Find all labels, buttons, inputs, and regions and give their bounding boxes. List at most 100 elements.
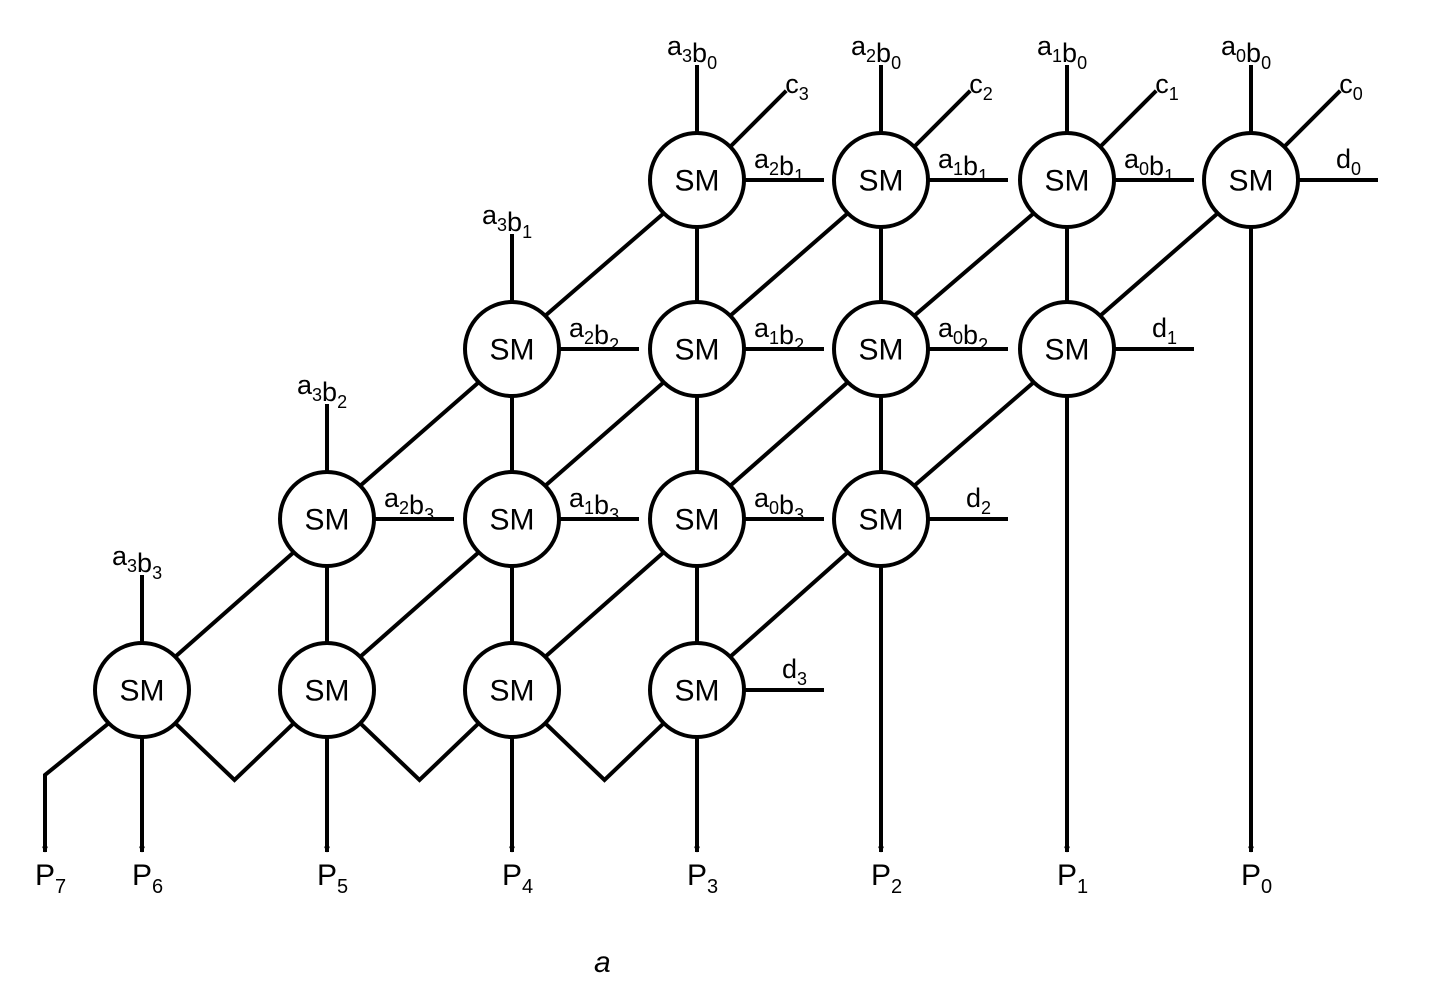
sm-cell: SM: [648, 470, 746, 568]
sm-cell-circle: [463, 470, 561, 568]
sm-cell-label: SM: [1229, 165, 1274, 198]
carry-input-wire: [1282, 89, 1342, 149]
sm-cell-circle: [1018, 131, 1116, 229]
horizontal-input-label: a0b1: [1124, 144, 1174, 186]
d-input-label: d1: [1152, 313, 1177, 348]
sm-cell-label: SM: [490, 504, 535, 537]
top-input-label: a3b3: [112, 541, 162, 583]
horizontal-input-label: a0b3: [754, 483, 804, 525]
top-input-label: a0b0: [1221, 31, 1271, 73]
sm-cell: SM: [648, 131, 746, 229]
diagonal-wire: [728, 380, 850, 488]
sm-cell-circle: [463, 300, 561, 398]
sm-cell: SM: [832, 470, 930, 568]
sm-cell-label: SM: [675, 675, 720, 708]
sm-cell-circle: [832, 470, 930, 568]
sm-cell: SM: [1018, 131, 1116, 229]
sm-cell-circle: [832, 131, 930, 229]
horizontal-input-label: a2b3: [384, 483, 434, 525]
sm-cell: SM: [278, 641, 376, 739]
output-label: P6: [132, 859, 163, 898]
sm-cell-circle: [648, 300, 746, 398]
diagonal-wire: [543, 550, 666, 659]
diagonal-wire: [728, 211, 850, 318]
diagonal-wire: [173, 550, 296, 659]
sm-cell-label: SM: [675, 165, 720, 198]
d-input-label: d2: [966, 483, 991, 518]
sm-cell-circle: [648, 131, 746, 229]
output-label: P7: [35, 859, 66, 898]
output-label: P0: [1241, 859, 1272, 898]
figure-caption: a: [594, 946, 611, 979]
sm-cell-circle: [278, 641, 376, 739]
d-input-label: d0: [1336, 144, 1361, 179]
sm-cell-circle: [832, 300, 930, 398]
carry-input-wire: [728, 89, 788, 149]
horizontal-input-label: a1b3: [569, 483, 619, 525]
sm-cell: SM: [1202, 131, 1300, 229]
top-input-label: a1b0: [1037, 31, 1087, 73]
sm-cell-circle: [93, 641, 191, 739]
sm-cell-label: SM: [859, 504, 904, 537]
sm-cell-circle: [1202, 131, 1300, 229]
output-label: P5: [317, 859, 348, 898]
sm-cell: SM: [832, 131, 930, 229]
diagonal-wire: [1098, 211, 1220, 318]
sm-cell-label: SM: [675, 504, 720, 537]
sm-cell-label: SM: [1045, 334, 1090, 367]
horizontal-input-label: a2b2: [569, 313, 619, 355]
cells: SM SM SM SM SM SM SM SM SM SM SM SM SM SM SM SM: [93, 131, 1300, 739]
carry-input-wire: [912, 89, 972, 149]
sm-cell-circle: [648, 470, 746, 568]
sm-cell-label: SM: [490, 334, 535, 367]
sm-cell: SM: [648, 641, 746, 739]
top-input-label: a3b1: [482, 200, 532, 242]
sm-cell: SM: [463, 470, 561, 568]
top-input-label: a3b2: [297, 370, 347, 412]
sm-cell-label: SM: [859, 165, 904, 198]
carry-input-label: c0: [1339, 69, 1363, 104]
sm-cell-circle: [648, 641, 746, 739]
diagonal-wire: [543, 380, 666, 488]
carry-input-label: c3: [785, 69, 809, 104]
carry-input-label: c2: [969, 69, 993, 104]
sm-cell-label: SM: [305, 675, 350, 708]
d-input-label: d3: [782, 654, 807, 689]
sm-cell: SM: [463, 641, 561, 739]
output-label: P2: [871, 859, 902, 898]
output-label: P4: [502, 859, 533, 898]
sm-cell-label: SM: [490, 675, 535, 708]
diagonal-wire: [358, 550, 481, 659]
sm-cell: SM: [648, 300, 746, 398]
diagonal-wire: [543, 211, 666, 318]
sm-cell-circle: [278, 470, 376, 568]
carry-zigzag-wire: [358, 721, 481, 783]
sm-cell: SM: [1018, 300, 1116, 398]
wires: [42, 65, 1378, 853]
diagonal-wire: [912, 211, 1036, 318]
diagonal-wire: [912, 380, 1036, 488]
output-label: P3: [687, 859, 718, 898]
diagonal-wire: [358, 380, 481, 488]
carry-zigzag-wire: [543, 721, 666, 783]
sm-cell: SM: [93, 641, 191, 739]
horizontal-input-label: a2b1: [754, 144, 804, 186]
sm-cell-label: SM: [305, 504, 350, 537]
sm-cell: SM: [463, 300, 561, 398]
carry-zigzag-wire: [173, 721, 296, 783]
sm-cell: SM: [278, 470, 376, 568]
carry-input-wire: [1098, 89, 1158, 149]
sm-cell-label: SM: [1045, 165, 1090, 198]
sm-cell-circle: [463, 641, 561, 739]
output-wire-P7: [42, 721, 111, 853]
sm-cell-label: SM: [859, 334, 904, 367]
horizontal-input-label: a1b1: [938, 144, 988, 186]
horizontal-input-label: a0b2: [938, 313, 988, 355]
carry-input-label: c1: [1155, 69, 1179, 104]
top-input-label: a2b0: [851, 31, 901, 73]
diagonal-wire: [728, 550, 850, 659]
sm-cell-label: SM: [675, 334, 720, 367]
